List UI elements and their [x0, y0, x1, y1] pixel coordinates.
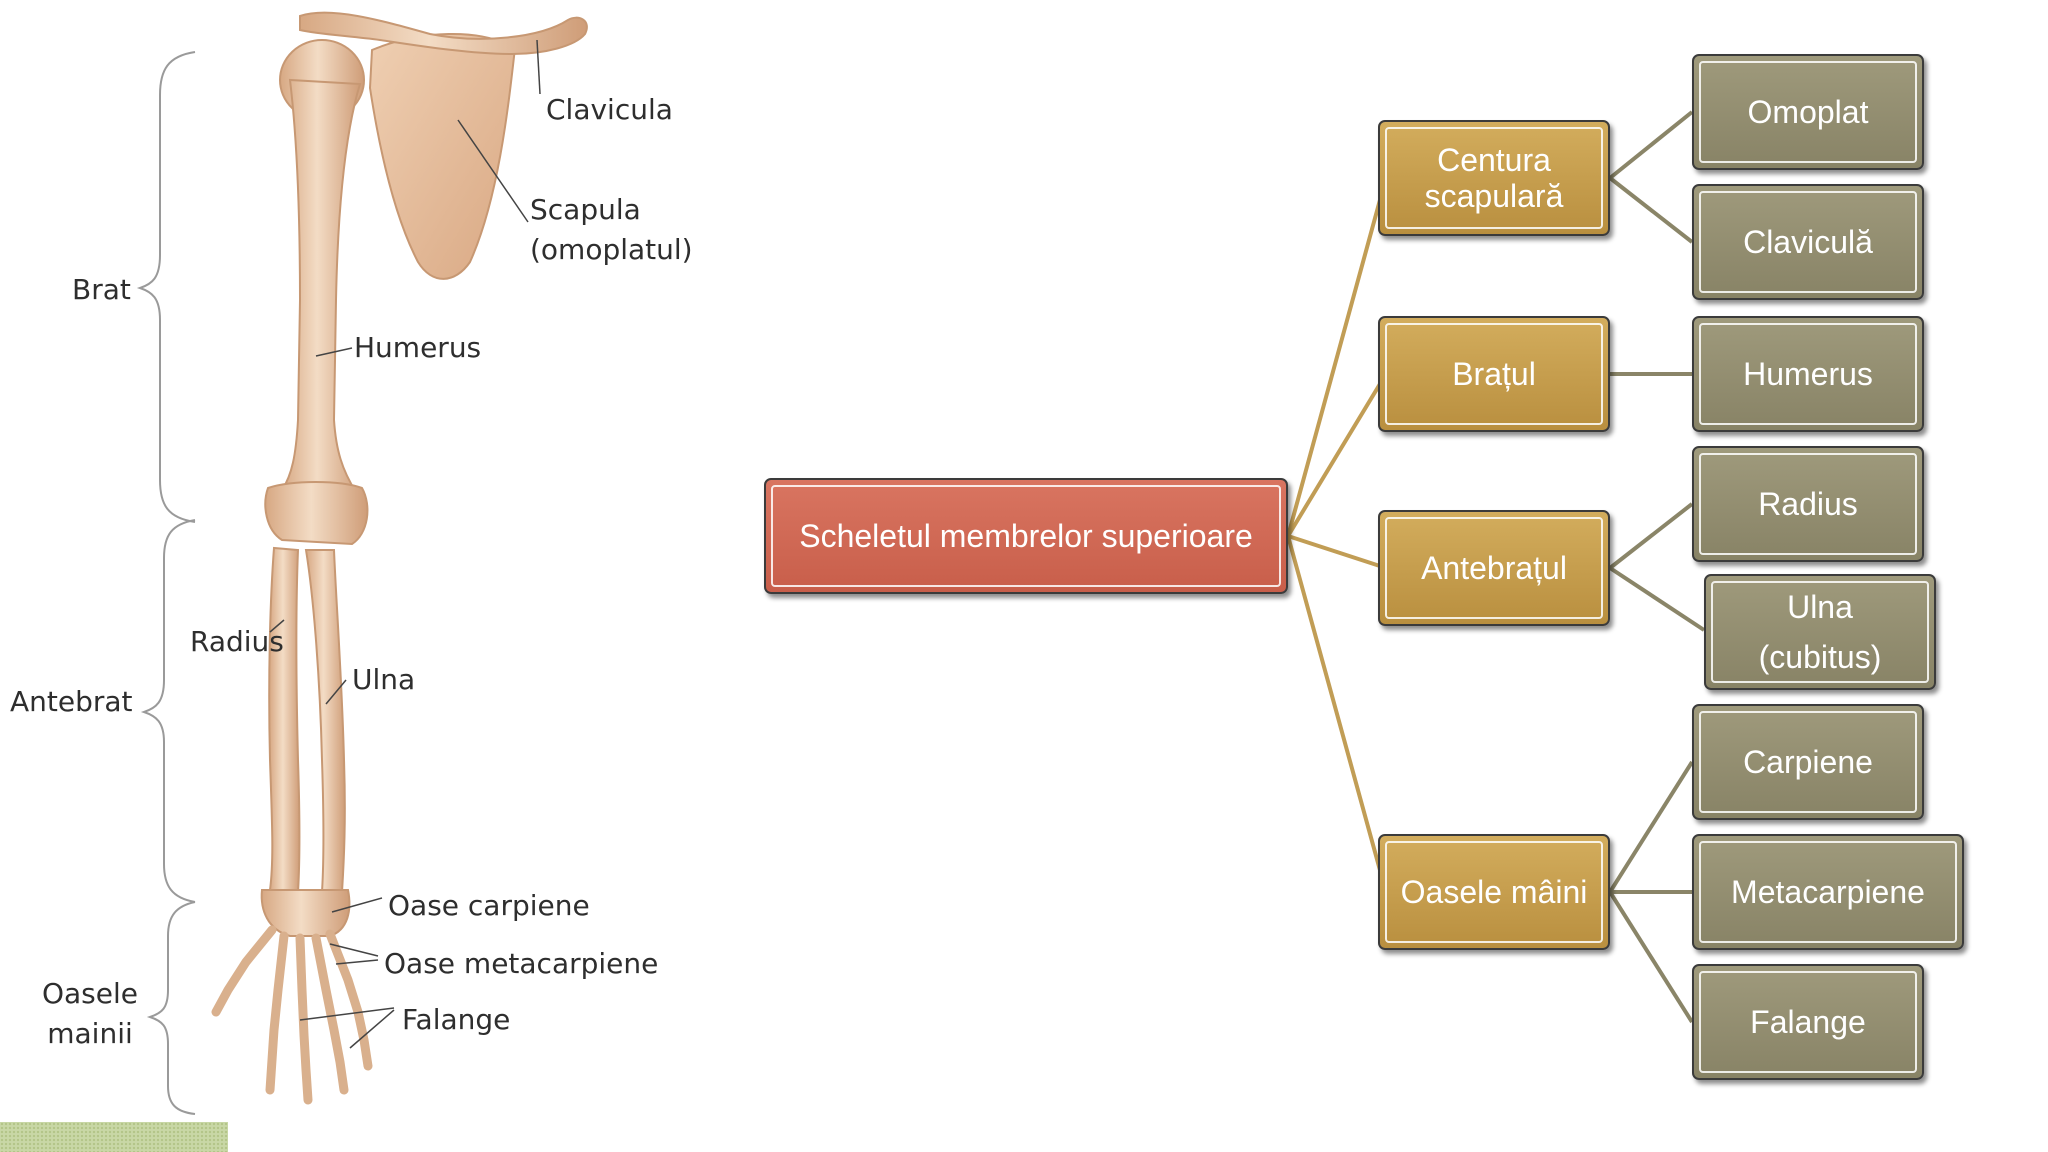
- region-antebrat: Antebrat: [10, 685, 133, 718]
- brace-brat: [136, 51, 196, 523]
- label-omoplatul: (omoplatul): [530, 233, 693, 266]
- node-ulna-line1: Ulna: [1787, 589, 1853, 625]
- node-metacarpiene-label: Metacarpiene: [1731, 874, 1925, 910]
- region-oasele-mainii-line1: Oasele: [41, 977, 139, 1010]
- node-oasele-maini: Oasele mâini: [1378, 834, 1610, 950]
- connector-oasele-falange: [1608, 890, 1694, 1024]
- connector-root-centura: [1286, 177, 1388, 537]
- node-carpiene: Carpiene: [1692, 704, 1924, 820]
- arm-skeleton-illustration: [136, 11, 588, 1115]
- brace-oasele-mainii: [146, 901, 196, 1115]
- clavicle-bone: [299, 11, 588, 56]
- node-omoplat: Omoplat: [1692, 54, 1924, 170]
- node-humerus-label: Humerus: [1743, 356, 1873, 392]
- node-antebratul-label: Antebrațul: [1421, 550, 1567, 586]
- node-falange-label: Falange: [1750, 1004, 1866, 1040]
- node-ulna-line2: (cubitus): [1758, 639, 1882, 675]
- node-centura-scapulara-label: Centura scapulară: [1425, 142, 1564, 214]
- node-root-label: Scheletul membrelor superioare: [799, 517, 1253, 554]
- scapula-bone: [368, 32, 517, 280]
- leader-lines: [269, 39, 541, 1049]
- footer-accent-bar: [0, 1122, 228, 1152]
- connector-centura-omoplat: [1608, 110, 1694, 180]
- region-oasele-mainii-line2: mainii: [47, 1017, 133, 1050]
- node-centura-line1: Centura: [1437, 142, 1551, 178]
- label-humerus: Humerus: [354, 331, 482, 364]
- elbow-joint: [264, 481, 369, 546]
- node-falange: Falange: [1692, 964, 1924, 1080]
- carpal-bones: [260, 889, 351, 937]
- node-root: Scheletul membrelor superioare: [764, 478, 1288, 594]
- label-ulna: Ulna: [352, 663, 416, 696]
- label-clavicula: Clavicula: [546, 93, 673, 126]
- brace-antebrat: [140, 519, 196, 903]
- node-centura-line2: scapulară: [1424, 178, 1564, 214]
- node-metacarpiene: Metacarpiene: [1692, 834, 1964, 950]
- node-omoplat-label: Omoplat: [1747, 94, 1869, 130]
- label-scapula: Scapula: [530, 193, 641, 226]
- connector-centura-clavicula: [1608, 176, 1694, 244]
- node-clavicula: Claviculă: [1692, 184, 1924, 300]
- label-falange: Falange: [402, 1003, 511, 1036]
- node-oasele-maini-label: Oasele mâini: [1400, 874, 1588, 910]
- connector-antebratul-ulna: [1608, 566, 1706, 632]
- connector-root-oasele: [1286, 535, 1388, 893]
- region-brat: Brat: [72, 273, 131, 306]
- region-oasele-mainii: Oasele mainii: [30, 974, 150, 1054]
- label-oase-metacarpiene: Oase metacarpiene: [384, 947, 659, 980]
- node-humerus: Humerus: [1692, 316, 1924, 432]
- connector-root-bratul: [1286, 372, 1388, 538]
- node-ulna-label: Ulna (cubitus): [1759, 582, 1882, 682]
- label-oase-carpiene: Oase carpiene: [388, 889, 590, 922]
- node-radius: Radius: [1692, 446, 1924, 562]
- node-carpiene-label: Carpiene: [1743, 744, 1873, 780]
- node-ulna: Ulna (cubitus): [1704, 574, 1936, 690]
- connector-root-antebratul: [1287, 534, 1387, 570]
- connector-antebratul-radius: [1608, 502, 1694, 570]
- node-centura-scapulara: Centura scapulară: [1378, 120, 1610, 236]
- node-bratul: Brațul: [1378, 316, 1610, 432]
- label-radius: Radius: [190, 625, 284, 658]
- connector-oasele-carpiene: [1608, 760, 1694, 894]
- node-bratul-label: Brațul: [1452, 356, 1536, 392]
- node-antebratul: Antebrațul: [1378, 510, 1610, 626]
- node-clavicula-label: Claviculă: [1743, 224, 1873, 260]
- node-radius-label: Radius: [1758, 486, 1858, 522]
